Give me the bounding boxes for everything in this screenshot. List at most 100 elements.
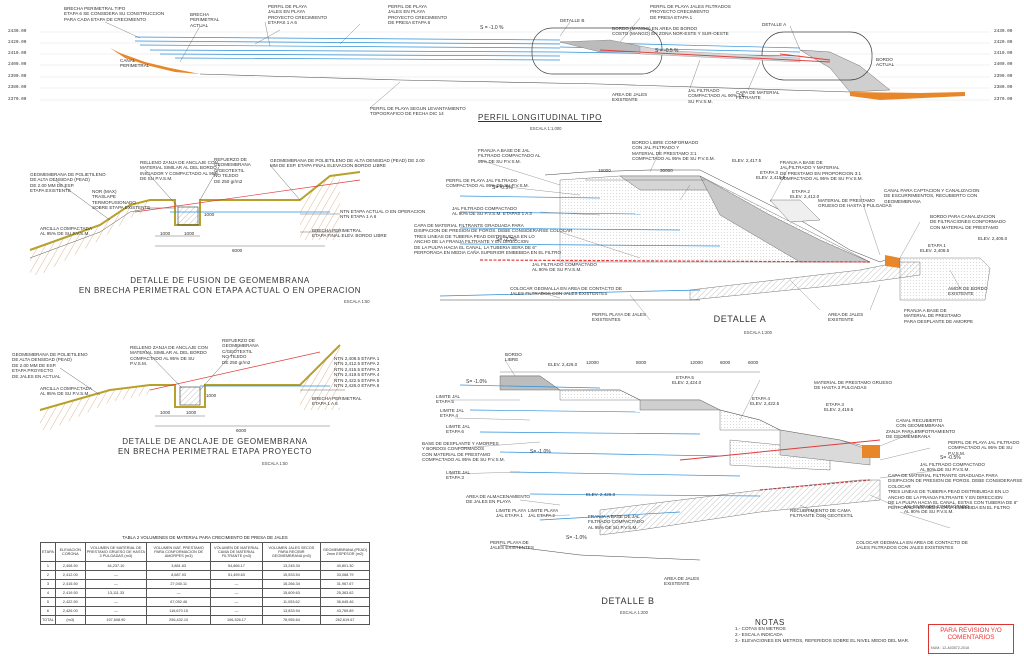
b-note-bordo: BORDO LIBRE	[505, 352, 522, 363]
elev-label: 2430.00	[8, 29, 27, 34]
b-slope-1: S= -1.0%	[466, 379, 487, 385]
a-level-e6: ELEV. 2,417.5	[732, 158, 762, 163]
table-cell: 15,609.63	[261, 588, 322, 598]
table-header: VOLUMEN JALES SECOS PARA RECIBIR GEOMEMB…	[261, 542, 322, 562]
table-cell: 2,419.50	[54, 588, 86, 598]
table-cell: 78,955.64	[261, 615, 322, 625]
notes-title: NOTAS	[755, 618, 785, 627]
a-note-bordo-canal: BORDO PARA CANALIZACION DE FILTRACIONES …	[930, 214, 1006, 230]
table-cell: —	[146, 588, 212, 598]
b-note-limite-1: LIMITE PLAYA JAL ETAPA 1	[496, 508, 527, 519]
a-level-e2v: ELEV. 2,412.0	[790, 194, 820, 199]
a-note-jal-playa: JAL FILTRADO COMPACTADO AL 90% DE SU P.V…	[532, 262, 597, 273]
b-level-e0: ELEV. 2,426.0	[586, 492, 616, 497]
b-dim: 6000	[720, 360, 731, 365]
a-note-amor-bordo: AMOR DE BORDO EXISTENTE	[948, 286, 988, 297]
b-level-e5v: ELEV. 2,424.0	[672, 380, 702, 385]
table-cell: 197,608.90	[84, 615, 148, 625]
table-header: VOLUMEN DE MATERIAL CAMA DE MATERIAL FIL…	[210, 542, 263, 562]
anclaje-note-refuerzo: REFUERZO DE GEOMEMBRANA C/GEOTEXTIL NO T…	[222, 338, 259, 365]
volumes-table: ETAPA ELEVACION CORONA VOLUMEN DE MATERI…	[40, 542, 370, 625]
a-dim-2: 30000	[660, 168, 673, 173]
b-dim: 12000	[586, 360, 599, 365]
table-cell: 33,068.79	[320, 570, 370, 580]
profile-scale: ESCALA 1:1,000	[530, 126, 562, 131]
elev-label: 2400.00	[8, 62, 27, 67]
note-perfil-filtrados: PERFIL DE PLAYA JALES FILTRADOS PROYECTO…	[650, 4, 731, 20]
b-note-franja: FRANJA A BASE DE JAL FILTRADO COMPACTADO…	[588, 514, 644, 530]
table-cell: 15,266.34	[261, 579, 322, 589]
table-cell: 2,415.50	[54, 579, 86, 589]
anclaje-note-relleno: RELLENO ZANJA DE ANCLAJE CON MATERIAL SI…	[130, 345, 208, 367]
a-level-e1v: ELEV. 2,408.5	[920, 248, 950, 253]
anclaje-dim-b: 1000	[186, 410, 197, 415]
fusion-note-refuerzo: REFUERZO DE GEOMEMBRANA C/GEOTEXTIL NO T…	[214, 157, 251, 184]
table-cell: 1	[40, 561, 56, 571]
table-header: ETAPA	[40, 542, 56, 562]
ground-right	[850, 92, 965, 100]
fusion-note-brecha: BRECHA PERIMETRAL ETAPA FINAL ELEV. BORD…	[312, 228, 387, 239]
elev-label-right: 2400.00	[994, 62, 1013, 67]
elev-label: 2410.00	[8, 51, 27, 56]
a-level-e3: ETAPA 3	[760, 170, 778, 175]
anclaje-dim-a: 1000	[160, 410, 171, 415]
b-slope-4: S= -0.5%	[940, 455, 961, 461]
table-cell: 15,533.54	[261, 570, 322, 580]
b-level-e4: ETAPA 4	[752, 396, 770, 401]
table-cell: 13,245.34	[261, 561, 322, 571]
b-note-limite-5: LIMITE JAL ETAPA 5	[436, 394, 460, 405]
b-note-perfil-existentes: PERFIL PLAYA DE JALES EXISTENTES	[490, 540, 534, 551]
longitudinal-profile	[40, 17, 990, 109]
fusion-note-relleno: RELLENO ZANJA DE ANCLAJE CON MATERIAL SI…	[140, 160, 219, 182]
table-cell: 256,432.10	[146, 615, 212, 625]
note-brecha-tipo: BRECHA PERIMETRAL TIPO ETAPA 6 SE CONSID…	[64, 6, 165, 22]
elev-label: 2370.00	[8, 97, 27, 102]
anclaje-dim-d: 1000	[206, 393, 217, 398]
a-dim-1: 16000	[598, 168, 611, 173]
table-cell: 54,866.17	[210, 561, 263, 571]
fusion-dim-d: 1000	[204, 212, 215, 217]
b-note-capa: CAPA DE MATERIAL FILTRANTE GRADUADA PARA…	[888, 473, 1023, 511]
b-note-jal-comp: JAL FILTRADO COMPACTADO AL 90% DE SU P.V…	[920, 462, 985, 473]
table-cell: 40,801.30	[320, 561, 370, 571]
table-cell: 3	[40, 579, 56, 589]
table-cell: 25,363.62	[320, 588, 370, 598]
anclaje-note-geomembrana: GEOMEMBRANA DE POLIETILENO DE ALTA DENSI…	[12, 352, 88, 379]
b-note-base-desplante: BASE DE DESPLANTE Y AMORPES Y BORDOS CON…	[422, 441, 505, 463]
b-note-geomalla: COLOCAR GEOMALLA EN AREA DE CONTACTO DE …	[856, 540, 968, 551]
table-cell: 4	[40, 588, 56, 598]
note-line: 3.- ELEVACIONES EN METROS, REFERIDOS SOB…	[735, 638, 910, 643]
table-cell: 51,459.63	[210, 570, 263, 580]
b-level-e3v: ELEV. 2,419.5	[824, 407, 854, 412]
b-note-area-alm: AREA DE ALMACENAMIENTO DE JALES EN PLAYA	[466, 494, 530, 505]
table-cell: 2,408.50	[54, 561, 86, 571]
a-note-canal: CANAL PARA CAPTACION Y CANALIZACION DE E…	[884, 188, 980, 204]
a-note-geomalla: COLOCAR GEOMALLA EN AREA DE CONTACTO DE …	[510, 286, 622, 297]
fusion-note-geo-ppt: GEOMEMBRANA DE POLIETILENO DE ALTA DENSI…	[270, 158, 425, 169]
b-slope-2: S= -1.0%	[530, 449, 551, 455]
fusion-note-ntn: NTN ETAPA ACTUAL O EN OPERACION NTN ETAP…	[340, 209, 426, 220]
fusion-note-arcilla: ARCILLA COMPACTADA AL 95% DE SU P.V.S.M.	[40, 226, 92, 237]
table-cell: —	[210, 597, 263, 607]
general-notes: NOTAS 1.- COTAS EN METROS 2.- ESCALA IND…	[735, 618, 910, 644]
fusion-dim-a: 1000	[160, 231, 171, 236]
b-note-canal: CANAL RECUBIERTO CON GEOMEMBRANA	[896, 418, 945, 429]
b-level-e5: ETAPA 5	[676, 375, 694, 380]
detalle-a-scale: ESCALA 1:200	[744, 330, 772, 335]
b-note-area-jales: AREA DE JALES EXISTENTE	[664, 576, 700, 587]
a-note-franja-desplante: FRANJA A BASE DE MATERIAL DE PRESTAMO PA…	[904, 308, 974, 324]
table-cell: 116,670.15	[146, 606, 212, 616]
table-cell: 31,967.67	[320, 579, 370, 589]
b-note-limite-4: LIMITE JAL ETAPA 4	[440, 408, 464, 419]
note-bordo-zona: BORDO (MANGO) EN AREA DE BORDO COSTO (MA…	[612, 26, 729, 37]
elev-label-right: 2390.00	[994, 74, 1013, 79]
fusion-title: DETALLE DE FUSION DE GEOMEMBRANA EN BREC…	[78, 276, 362, 295]
a-note-franja-mezcla: FRANJA A BASE DE JAL FILTRADO Y MATERIAL…	[780, 160, 863, 182]
detail-a-tag: DETALLE A	[762, 22, 787, 27]
table-header: VOLUMEN DE MATERIAL DE PRESTAMO GRUESO D…	[84, 542, 148, 562]
table-cell: 27,040.11	[146, 579, 212, 589]
a-slope-2: S= -2.7%	[496, 237, 517, 243]
